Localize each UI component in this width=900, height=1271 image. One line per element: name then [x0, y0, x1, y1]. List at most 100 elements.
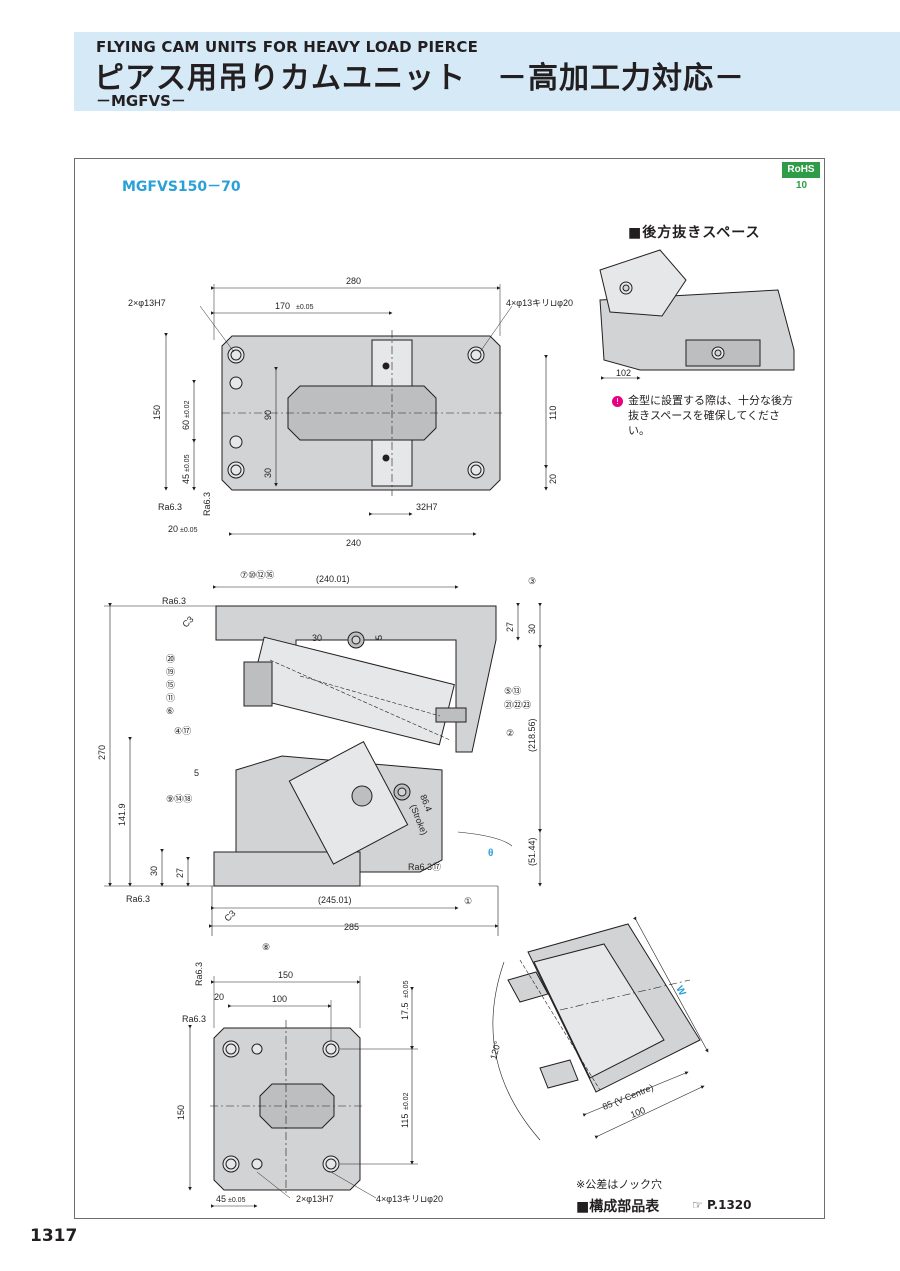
- dim-17-5: 17.5: [400, 1002, 410, 1020]
- dim-150-bot-h: 150: [176, 1105, 186, 1120]
- caution-icon: !: [612, 396, 623, 407]
- dim-20: 20: [548, 474, 558, 484]
- dim-170: 170: [275, 301, 290, 311]
- dim-150-bot-w: 150: [278, 970, 293, 980]
- dim-245-01: (245.01): [318, 895, 352, 905]
- dim-32h7: 32H7: [416, 502, 438, 512]
- dim-27-side: 27: [175, 868, 185, 878]
- dim-141-9: 141.9: [117, 803, 127, 826]
- dim-45-bot-tol: ±0.05: [228, 1197, 246, 1204]
- dim-30-deg: 30: [312, 633, 322, 643]
- chamfer-c3-bot: C3: [222, 908, 237, 923]
- dim-110: 110: [548, 406, 558, 420]
- dim-20-left: 20: [168, 524, 178, 534]
- dim-bolt-holes: 4×φ13キリ⊔φ20: [506, 298, 573, 308]
- cam-slider: [248, 636, 455, 746]
- rear-space-note: 金型に設置する際は、十分な後方抜きスペースを確保してください。: [628, 394, 793, 437]
- dim-285: 285: [344, 922, 359, 932]
- parts-table-ref[interactable]: ☞ P.1320: [692, 1198, 752, 1212]
- dim-100-bot: 100: [272, 994, 287, 1004]
- dim-bolt-bot: 4×φ13キリ⊔φ20: [376, 1194, 443, 1204]
- dim-pin-bot: 2×φ13H7: [296, 1194, 334, 1204]
- dim-100-angle: 100: [629, 1105, 647, 1120]
- rear-cam: [599, 249, 687, 317]
- page-number: 1317: [30, 1226, 78, 1246]
- ra-side-top: Ra6.3: [162, 596, 186, 606]
- dim-170-tol: ±0.05: [296, 304, 314, 311]
- dim-280: 280: [346, 276, 361, 286]
- callout-17: ⑰: [432, 862, 441, 872]
- title-sub: －MGFVS－: [96, 92, 186, 110]
- dim-20-bot: 20: [214, 992, 224, 1002]
- dim-60: 60: [181, 420, 191, 430]
- dim-45-bot: 45: [216, 1194, 226, 1204]
- ra-top-2: Ra6.3: [202, 492, 212, 516]
- dim-120-deg: 120°: [488, 1040, 503, 1061]
- dim-45: 45: [181, 474, 191, 484]
- side-view-labels: (240.01) (245.01) 285 270 141.9 30 27 5 …: [97, 570, 537, 952]
- title-en: FLYING CAM UNITS FOR HEAVY LOAD PIERCE: [96, 38, 479, 56]
- dim-30-side: 30: [149, 866, 159, 876]
- ra-bot-1: Ra6.3: [194, 962, 204, 986]
- callout-4-17: ④⑰: [174, 726, 191, 736]
- side-view-dims: [104, 585, 542, 936]
- callout-6: ⑥: [166, 706, 174, 716]
- dim-theta: θ: [488, 848, 493, 859]
- header-band: [74, 32, 900, 111]
- ra-side-mid: Ra6.3: [408, 862, 432, 872]
- rear-space-drawing: [599, 249, 795, 380]
- dim-30: 30: [263, 468, 273, 478]
- rohs-badge: RoHS10: [782, 162, 820, 192]
- dim-60-tol: ±0.02: [184, 400, 191, 418]
- callout-21-22-23: ㉑㉒㉓: [504, 700, 531, 710]
- dim-pin-holes: 2×φ13H7: [128, 298, 166, 308]
- top-view: [164, 284, 548, 536]
- callout-7-10-12-16: ⑦⑩⑫⑯: [240, 570, 274, 580]
- ra-bot-2: Ra6.3: [182, 1014, 206, 1024]
- guide-block: [288, 740, 409, 865]
- dim-5-left: 5: [194, 768, 199, 778]
- dim-150: 150: [152, 405, 162, 420]
- callout-20: ⑳: [166, 654, 175, 664]
- dim-115-tol: ±0.02: [403, 1092, 410, 1110]
- drawing-frame: [74, 158, 825, 1219]
- callout-5-13: ⑤⑬: [504, 686, 521, 696]
- dim-5-top: 5: [374, 635, 384, 640]
- dim-85-v: 85 (V Centre): [601, 1082, 655, 1112]
- callout-9-14-18: ⑨⑭⑱: [166, 794, 192, 804]
- parts-ref-page: P.1320: [706, 1198, 752, 1212]
- dim-90: 90: [263, 410, 273, 420]
- dim-270: 270: [97, 745, 107, 760]
- dim-240-01: (240.01): [316, 574, 350, 584]
- chamfer-c3-top: C3: [180, 614, 195, 629]
- dim-20-tol: ±0.05: [180, 527, 198, 534]
- dim-27-right: 27: [505, 622, 515, 632]
- callout-2: ②: [506, 728, 514, 738]
- callout-8: ⑧: [262, 942, 270, 952]
- angle-view: [492, 916, 709, 1141]
- side-view: [213, 605, 497, 887]
- dim-51-44: (51.44): [527, 837, 537, 866]
- dim-115: 115: [400, 1114, 410, 1128]
- top-view-labels: 280 170 ±0.05 2×φ13H7 4×φ13キリ⊔φ20 150 60…: [128, 276, 573, 548]
- dim-45-tol: ±0.05: [184, 454, 191, 472]
- parts-table-link[interactable]: ■構成部品表: [576, 1199, 660, 1215]
- ra-side-bot: Ra6.3: [126, 894, 150, 904]
- rear-space-dim: 102: [616, 368, 631, 378]
- title-jp: ピアス用吊りカムユニット －高加工力対応－: [94, 61, 745, 96]
- dim-218-56: (218.56): [527, 718, 537, 752]
- dim-240: 240: [346, 538, 361, 548]
- dim-17-5-tol: ±0.05: [403, 980, 410, 998]
- ra-top: Ra6.3: [158, 502, 182, 512]
- dim-30-right: 30: [527, 624, 537, 634]
- tolerance-note: ※公差はノック穴: [576, 1178, 662, 1191]
- callout-11: ⑪: [166, 693, 175, 703]
- callout-1: ①: [464, 896, 472, 906]
- model-number: MGFVS150－70: [122, 179, 241, 195]
- callout-15: ⑮: [166, 680, 175, 690]
- callout-19: ⑲: [166, 667, 175, 677]
- bottom-view: [188, 976, 418, 1208]
- rohs-label: RoHS: [787, 164, 815, 175]
- callout-3: ③: [528, 576, 536, 586]
